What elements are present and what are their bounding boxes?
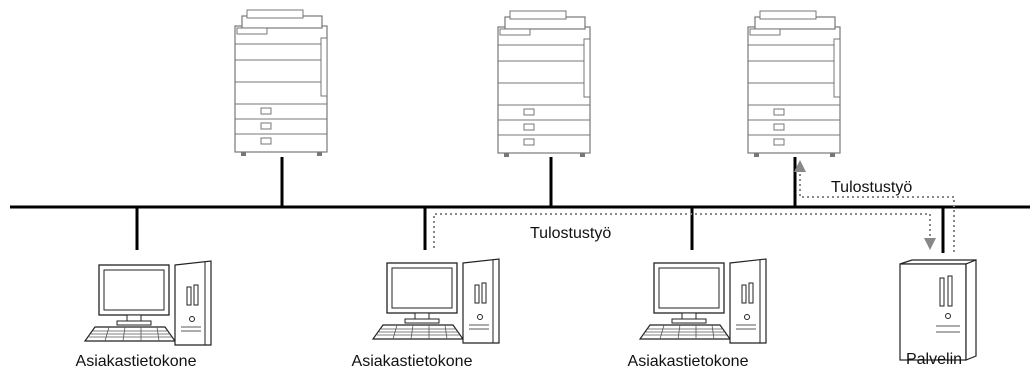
printer-3 [747,10,841,158]
client-label-2: Asiakastietokone [352,353,473,370]
server-machine [899,259,977,361]
client-label-1: Asiakastietokone [76,353,197,370]
server-label: Palvelin [906,351,962,368]
client-computer-2 [372,258,500,344]
print-job-arrow-to-printer [794,160,955,252]
client-label-3: Asiakastietokone [628,353,749,370]
print-job-label-upper: Tulostustyö [831,179,912,196]
printer-2 [497,10,591,158]
client-computer-1 [84,260,212,346]
client-computer-3 [639,258,767,344]
print-job-label-lower: Tulostustyö [530,225,611,242]
printer-1 [234,9,328,157]
print-job-arrow-to-server [433,213,936,250]
